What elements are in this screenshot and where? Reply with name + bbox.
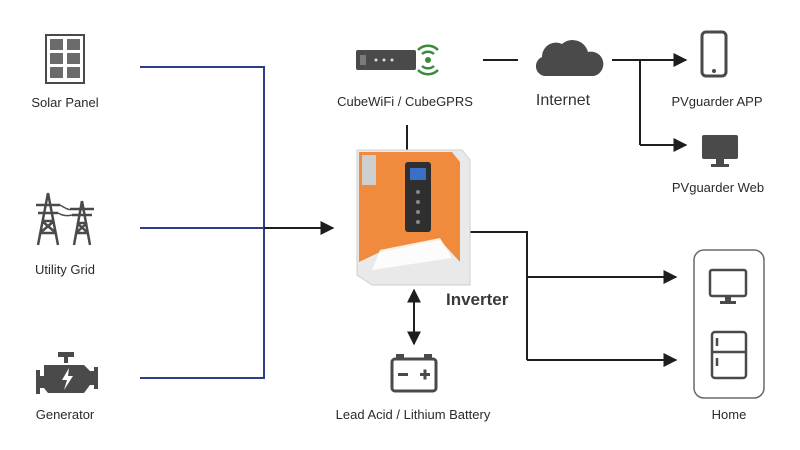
power-tower-icon: [36, 192, 94, 246]
monitor-icon: [702, 135, 738, 167]
engine-icon: [36, 352, 98, 394]
pvguarder-app-label: PVguarder APP: [671, 94, 763, 109]
internet-label: Internet: [535, 92, 591, 109]
input-bus-lines: [140, 66, 265, 379]
battery-icon: [390, 354, 438, 393]
home-cabinet-icon: [693, 249, 765, 399]
battery-label: Lead Acid / Lithium Battery: [335, 407, 491, 422]
smartphone-icon: [700, 30, 728, 78]
utility-grid-label: Utility Grid: [35, 262, 95, 277]
inverter-icon: [356, 149, 471, 286]
cubewifi-label: CubeWiFi / CubeGPRS: [337, 94, 473, 109]
network-lines: [406, 59, 641, 150]
solar-panel-label: Solar Panel: [31, 95, 99, 110]
home-label: Home: [711, 407, 747, 422]
wifi-dongle-icon: [356, 44, 439, 76]
solar-panel-icon: [45, 34, 85, 84]
inverter-label: Inverter: [446, 290, 509, 309]
cloud-icon: [535, 40, 604, 76]
output-lines: [470, 231, 528, 360]
pvguarder-web-label: PVguarder Web: [671, 180, 765, 195]
generator-label: Generator: [35, 407, 95, 422]
